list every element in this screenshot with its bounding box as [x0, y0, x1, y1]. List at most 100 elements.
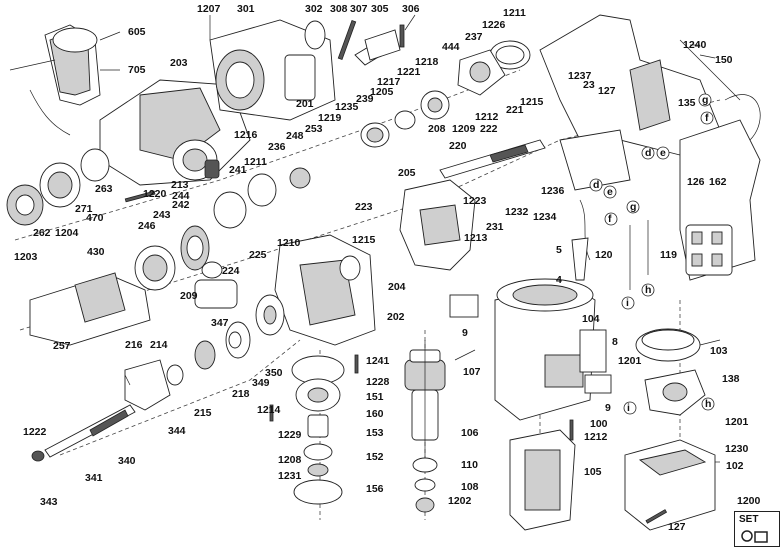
- callout-1237: 1237: [568, 70, 592, 82]
- callout-1204: 1204: [55, 227, 79, 239]
- callout-153: 153: [366, 427, 384, 439]
- callout-305: 305: [371, 3, 389, 15]
- callout-1201a: 1201: [618, 355, 642, 367]
- callout-209: 209: [180, 290, 198, 302]
- callout-262: 262: [33, 227, 51, 239]
- callout-127a: 127: [598, 85, 616, 97]
- callout-244: 244: [172, 190, 190, 202]
- callout-108: 108: [461, 481, 479, 493]
- bubble-h1: h: [645, 284, 652, 296]
- callout-1202: 1202: [448, 495, 472, 507]
- callout-248: 248: [286, 130, 304, 142]
- bubble-g1: g: [702, 94, 709, 106]
- callout-1236: 1236: [541, 185, 565, 197]
- callout-705: 705: [128, 64, 146, 76]
- callout-213: 213: [171, 179, 189, 191]
- callout-430: 430: [87, 246, 105, 258]
- callout-1220: 1220: [143, 188, 167, 200]
- callout-241: 241: [229, 164, 247, 176]
- bubble-f2: f: [608, 213, 612, 225]
- bubble-g2: g: [630, 201, 637, 213]
- callout-271: 271: [75, 203, 93, 215]
- callout-1207: 1207: [197, 3, 221, 15]
- callout-104: 104: [582, 313, 600, 325]
- callout-151: 151: [366, 391, 384, 403]
- callout-301: 301: [237, 3, 255, 15]
- callout-1228: 1228: [366, 376, 390, 388]
- callout-105: 105: [584, 466, 602, 478]
- callout-236: 236: [268, 141, 286, 153]
- callout-1219: 1219: [318, 112, 342, 124]
- callout-1212a: 1212: [475, 111, 499, 123]
- bubble-e2: e: [607, 186, 613, 198]
- callout-119: 119: [660, 249, 677, 261]
- callout-1218: 1218: [415, 56, 439, 68]
- callout-203: 203: [170, 57, 188, 69]
- bubble-d2: d: [593, 179, 600, 191]
- callout-150: 150: [715, 54, 733, 66]
- callout-8: 8: [612, 336, 618, 348]
- callout-340: 340: [118, 455, 136, 467]
- callout-242: 242: [172, 199, 190, 211]
- callout-208: 208: [428, 123, 446, 135]
- callout-156: 156: [366, 483, 384, 495]
- callout-1210: 1210: [277, 237, 301, 249]
- callout-1200: 1200: [737, 495, 761, 507]
- callout-344: 344: [168, 425, 186, 437]
- callout-160: 160: [366, 408, 384, 420]
- callout-302: 302: [305, 3, 323, 15]
- callout-135: 135: [678, 97, 696, 109]
- callout-214: 214: [150, 339, 168, 351]
- callout-1212b: 1212: [584, 431, 608, 443]
- set-badge-icon: [741, 530, 768, 543]
- callout-253: 253: [305, 123, 323, 135]
- callout-1215b: 1215: [352, 234, 376, 246]
- callout-138: 138: [722, 373, 740, 385]
- callout-103: 103: [710, 345, 728, 357]
- bubble-d1: d: [645, 147, 652, 159]
- callout-1215a: 1215: [520, 96, 544, 108]
- callout-444: 444: [442, 41, 460, 53]
- callout-1211b: 1211: [244, 156, 267, 168]
- callout-1229: 1229: [278, 429, 302, 441]
- callout-5: 5: [556, 244, 562, 256]
- callout-205: 205: [398, 167, 416, 179]
- callout-120: 120: [595, 249, 613, 261]
- callout-341: 341: [85, 472, 103, 484]
- callout-107: 107: [463, 366, 481, 378]
- callout-1203: 1203: [14, 251, 38, 263]
- callout-349: 349: [252, 377, 270, 389]
- callout-1214: 1214: [257, 404, 281, 416]
- set-badge-label: SET: [739, 514, 759, 525]
- callout-1241: 1241: [366, 355, 390, 367]
- callout-100: 100: [590, 418, 608, 430]
- callout-9b: 9: [605, 402, 611, 414]
- callout-1235: 1235: [335, 101, 359, 113]
- callout-9a: 9: [462, 327, 468, 339]
- callout-4: 4: [556, 274, 562, 286]
- bubble-i2: i: [627, 402, 630, 414]
- callout-216: 216: [125, 339, 143, 351]
- callout-263: 263: [95, 183, 113, 195]
- callout-218: 218: [232, 388, 250, 400]
- callout-1230: 1230: [725, 443, 749, 455]
- callout-110: 110: [461, 459, 478, 471]
- callout-347: 347: [211, 317, 229, 329]
- callout-152: 152: [366, 451, 384, 463]
- callout-102: 102: [726, 460, 744, 472]
- callout-307: 307: [350, 3, 368, 15]
- callout-1208: 1208: [278, 454, 302, 466]
- callout-1240: 1240: [683, 39, 707, 51]
- callout-605: 605: [128, 26, 146, 38]
- callout-1226: 1226: [482, 19, 506, 31]
- callout-1205: 1205: [370, 86, 394, 98]
- callout-1201b: 1201: [725, 416, 749, 428]
- callout-222: 222: [480, 123, 498, 135]
- bubble-h2: h: [705, 398, 712, 410]
- callout-1221: 1221: [397, 66, 421, 78]
- bubble-e1: e: [660, 147, 666, 159]
- callout-224: 224: [222, 265, 240, 277]
- callout-221: 221: [506, 104, 524, 116]
